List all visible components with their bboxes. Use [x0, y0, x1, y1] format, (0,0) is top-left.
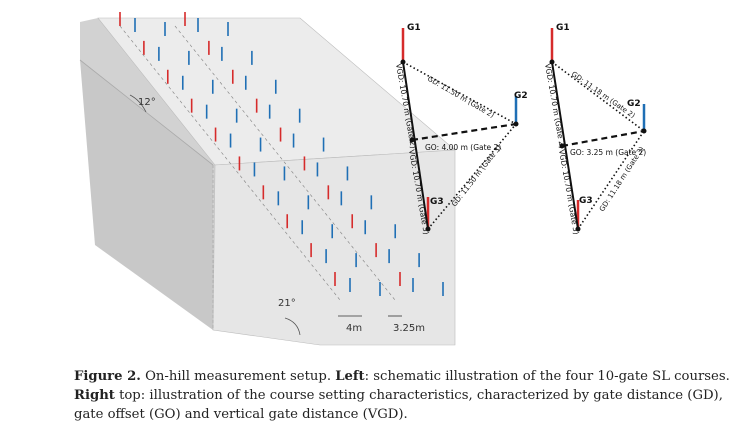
gate-label-g3: G3 — [430, 197, 444, 207]
gate-label-g1: G1 — [407, 23, 421, 33]
caption-left-keyword: Left — [335, 369, 365, 384]
caption-label: Figure 2. — [74, 369, 141, 384]
gate-label-g1: G1 — [556, 23, 570, 33]
gate-point — [425, 226, 431, 232]
gate-point — [549, 59, 555, 65]
gate-point — [641, 128, 647, 134]
course-path — [119, 25, 341, 301]
schematic-diagram-right: G1 G2 G3 VGD: 10.70 m (Gate 2) VGD: 10.7… — [543, 23, 647, 235]
gate-point — [559, 143, 565, 149]
gd-line-bottom — [577, 130, 645, 230]
slope-angle-12: 12° — [138, 97, 156, 108]
slope-edge-line — [79, 59, 214, 166]
vgd-label-gate3: VGD: 10.70 m (Gate 3) — [557, 149, 581, 235]
caption-right-keyword: Right — [74, 388, 115, 403]
angle-arc-21 — [284, 317, 301, 336]
spacing-label-4m: 4m — [346, 323, 362, 334]
go-label: GO: 3.25 m (Gate 2) — [570, 148, 646, 157]
gate-point — [513, 121, 519, 127]
gate-label-g3: G3 — [579, 196, 593, 206]
gate-label-g2: G2 — [514, 91, 528, 101]
gate-point — [400, 59, 406, 65]
spacing-label-3-25m: 3.25m — [393, 323, 425, 334]
angle-arc-12 — [129, 94, 147, 113]
caption-text: top: illustration of the course setting … — [74, 388, 723, 422]
caption-text: On-hill measurement setup. — [140, 369, 336, 384]
vgd-label-gate2: VGD: 10.70 m (Gate 2) — [543, 63, 567, 149]
figure-caption: Figure 2. On-hill measurement setup. Lef… — [74, 367, 734, 424]
vgd-line — [402, 61, 429, 230]
go-line — [561, 129, 645, 148]
gd-label-gate2: GD: 11.18 m (Gate 2) — [570, 70, 637, 120]
gate-label-g2: G2 — [627, 99, 641, 109]
slope-gates — [119, 12, 444, 301]
go-label: GO: 4.00 m (Gate 2) — [425, 143, 501, 152]
gd-line-top — [551, 61, 645, 132]
figure-artwork: 12° 21° 4m 3.25m G1 G2 G3 VGD: 10.70 m (… — [79, 12, 647, 346]
course-path — [174, 25, 396, 301]
gd-line-top — [402, 61, 517, 125]
slope-angle-21: 21° — [278, 298, 296, 309]
gate-point — [409, 137, 415, 143]
slope-lower-side — [80, 60, 213, 330]
gd-line-bottom — [427, 123, 517, 230]
go-line — [411, 122, 517, 142]
gd-label-gate3: GD: 11.50 m (Gate 3) — [450, 144, 503, 209]
gd-label-gate2: GD: 11.50 m (Gate 2) — [426, 75, 496, 120]
gate-point — [575, 226, 581, 232]
caption-text: : schematic illustration of the four 10-… — [364, 369, 730, 384]
